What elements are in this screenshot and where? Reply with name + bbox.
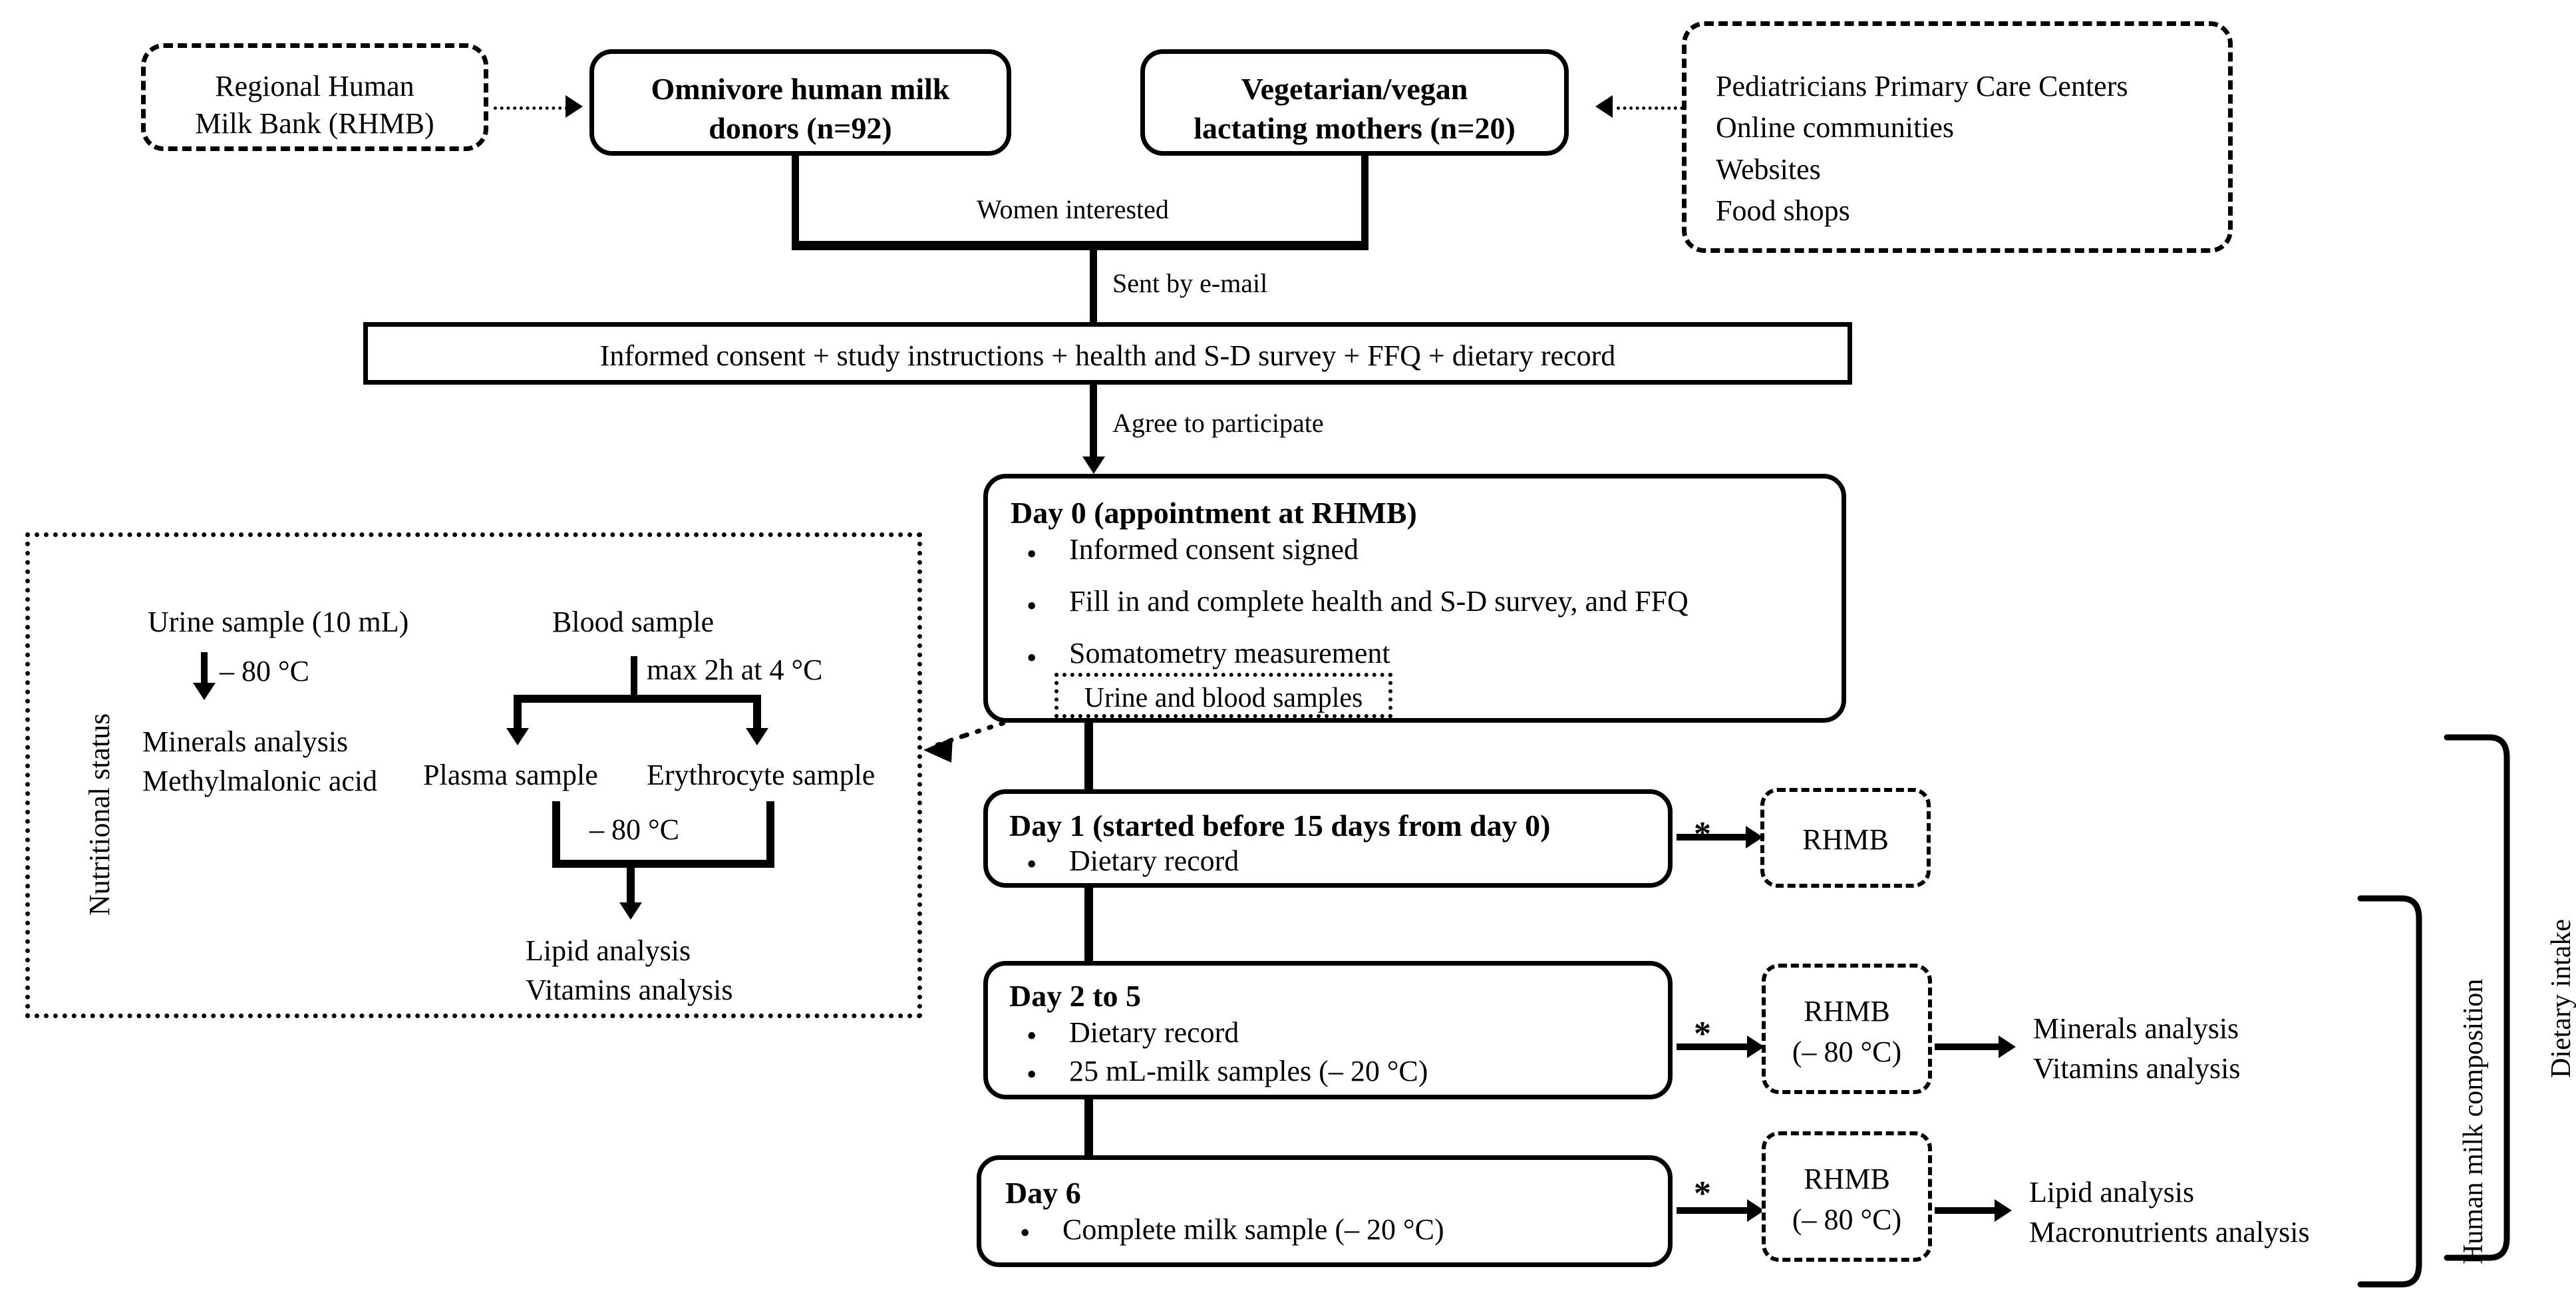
urine-analyses-label: Minerals analysis Methylmalonic acid (142, 725, 378, 797)
day2to5-to-rhmb-line (1677, 1043, 1751, 1050)
dietary-intake-label: Dietary intake (2546, 918, 2576, 1078)
other-sources-arrowhead (1595, 95, 1613, 118)
other-sources-connector (1617, 106, 1690, 110)
day0-bullet-2: Somatometry measurement (1069, 637, 1390, 669)
day6-box[interactable]: Day 6 • Complete milk sample (– 20 °C) (977, 1155, 1673, 1267)
day6-rhmb-label: RHMB (– 80 °C) (1792, 1163, 1902, 1236)
day6-analyses-label: Lipid analysis Macronutrients analysis (2029, 1176, 2310, 1248)
blood-to-analyses-arrowhead (619, 902, 642, 920)
day1-bullet-0: Dietary record (1069, 844, 1239, 877)
omnivore-down-line (792, 156, 799, 248)
day2to5-to-rhmb-arrowhead (1747, 1035, 1764, 1058)
day2to5-rhmb-box[interactable]: RHMB (– 80 °C) (1762, 964, 1932, 1094)
blood-down-line (631, 656, 637, 700)
nutritional-status-brace-label: Nutritional status (83, 713, 116, 916)
day6-title: Day 6 (1005, 1176, 1081, 1210)
other-sources-box[interactable]: Pediatricians Primary Care Centers Onlin… (1682, 21, 2233, 253)
day1-to-day2-line (1084, 888, 1093, 961)
day2to5-bullet-0: Dietary record (1069, 1016, 1239, 1049)
to-consent-line (1090, 241, 1097, 322)
vegetarian-group-label: Vegetarian/vegan lactating mothers (n=20… (1194, 72, 1516, 145)
blood-merge-bar (552, 860, 774, 868)
omnivore-group-label: Omnivore human milk donors (n=92) (651, 72, 950, 145)
day0-bullet-dot-2: • (1027, 642, 1037, 674)
day0-bullet-dot-0: • (1027, 538, 1037, 570)
day1-to-rhmb-arrowhead (1746, 826, 1763, 848)
blood-to-analyses-line (627, 860, 635, 906)
day1-title: Day 1 (started before 15 days from day 0… (1009, 809, 1551, 843)
day6-rhmb-box[interactable]: RHMB (– 80 °C) (1762, 1131, 1932, 1262)
consent-bar-box[interactable]: Informed consent + study instructions + … (363, 322, 1852, 385)
day2to5-bullet-dot-0: • (1027, 1020, 1037, 1052)
day2to5-analyses-arrowhead (1999, 1035, 2016, 1058)
day1-rhmb-label: RHMB (1802, 823, 1889, 856)
rhmb-source-label: Regional Human Milk Bank (RHMB) (195, 70, 434, 140)
day2to5-bullet-1: 25 mL-milk samples (– 20 °C) (1069, 1055, 1428, 1087)
day1-bullet-dot-0: • (1027, 848, 1037, 880)
day1-box[interactable]: Day 1 (started before 15 days from day 0… (983, 789, 1673, 888)
blood-split-left-line (514, 695, 522, 732)
day2to5-analyses-label: Minerals analysis Vitamins analysis (2033, 1012, 2241, 1085)
other-sources-label: Pediatricians Primary Care Centers Onlin… (1716, 70, 2128, 228)
agree-to-participate-label: Agree to participate (1112, 408, 1324, 438)
nutritional-status-panel (25, 532, 922, 1018)
day6-asterisk: * (1694, 1175, 1711, 1213)
day0-box[interactable]: Day 0 (appointment at RHMB) • Informed c… (983, 474, 1846, 723)
day2to5-box[interactable]: Day 2 to 5 • Dietary record • 25 mL-milk… (983, 961, 1673, 1099)
women-interested-label: Women interested (977, 194, 1169, 224)
plasma-sample-label: Plasma sample (423, 759, 598, 791)
erythrocyte-merge-line (766, 801, 774, 868)
rhmb-to-omnivore-arrowhead (565, 95, 583, 118)
vegetarian-group-box[interactable]: Vegetarian/vegan lactating mothers (n=20… (1140, 49, 1569, 156)
day1-to-rhmb-line (1677, 834, 1750, 841)
urine-down-arrowhead (193, 683, 216, 700)
consent-to-day0-line (1090, 385, 1097, 459)
day6-to-rhmb-arrowhead (1747, 1199, 1764, 1222)
erythrocyte-arrowhead (746, 728, 768, 745)
day1-rhmb-box[interactable]: RHMB (1760, 788, 1931, 888)
human-milk-composition-label: Human milk composition (2458, 978, 2489, 1264)
day2to5-rhmb-to-analyses-line (1935, 1043, 2003, 1050)
day6-bullet-0: Complete milk sample (– 20 °C) (1062, 1213, 1444, 1246)
blood-analyses-label: Lipid analysis Vitamins analysis (526, 934, 733, 1006)
day6-to-rhmb-line (1677, 1207, 1751, 1214)
plasma-merge-line (552, 801, 560, 868)
women-interested-bar (792, 241, 1368, 250)
day0-bullet-0: Informed consent signed (1069, 533, 1359, 566)
day2-to-day6-line (1084, 1099, 1093, 1155)
day0-samples-label: Urine and blood samples (1084, 683, 1363, 713)
day2to5-rhmb-label: RHMB (– 80 °C) (1792, 995, 1902, 1068)
vegetarian-down-line (1361, 156, 1368, 248)
day2to5-title: Day 2 to 5 (1009, 979, 1142, 1013)
day0-to-day1-line (1084, 723, 1093, 789)
blood-condition-label: max 2h at 4 °C (647, 654, 823, 686)
blood-split-right-line (753, 695, 761, 732)
day6-rhmb-to-analyses-line (1935, 1207, 1999, 1214)
day2to5-bullet-dot-1: • (1027, 1058, 1037, 1091)
consent-bar-label: Informed consent + study instructions + … (599, 339, 1616, 372)
day6-analyses-arrowhead (1995, 1199, 2012, 1222)
blood-temperature-label: – 80 °C (589, 813, 679, 846)
blood-split-bar (514, 695, 761, 703)
rhmb-to-omnivore-connector (494, 106, 568, 110)
sent-by-email-label: Sent by e-mail (1112, 268, 1268, 298)
plasma-arrowhead (506, 728, 529, 745)
day6-bullet-dot-0: • (1020, 1217, 1031, 1249)
urine-temperature-label: – 80 °C (220, 655, 309, 687)
blood-sample-label: Blood sample (552, 606, 715, 638)
urine-down-line (201, 652, 208, 687)
erythrocyte-sample-label: Erythrocyte sample (647, 759, 876, 791)
urine-sample-label: Urine sample (10 mL) (148, 606, 409, 638)
day0-samples-box[interactable]: Urine and blood samples (1054, 673, 1392, 718)
omnivore-group-box[interactable]: Omnivore human milk donors (n=92) (589, 49, 1011, 156)
day0-bullet-dot-1: • (1027, 590, 1037, 622)
consent-to-day0-arrowhead (1082, 457, 1105, 474)
day0-title: Day 0 (appointment at RHMB) (1011, 496, 1417, 530)
day0-bullet-1: Fill in and complete health and S-D surv… (1069, 585, 1689, 618)
rhmb-source-box[interactable]: Regional Human Milk Bank (RHMB) (141, 43, 488, 151)
